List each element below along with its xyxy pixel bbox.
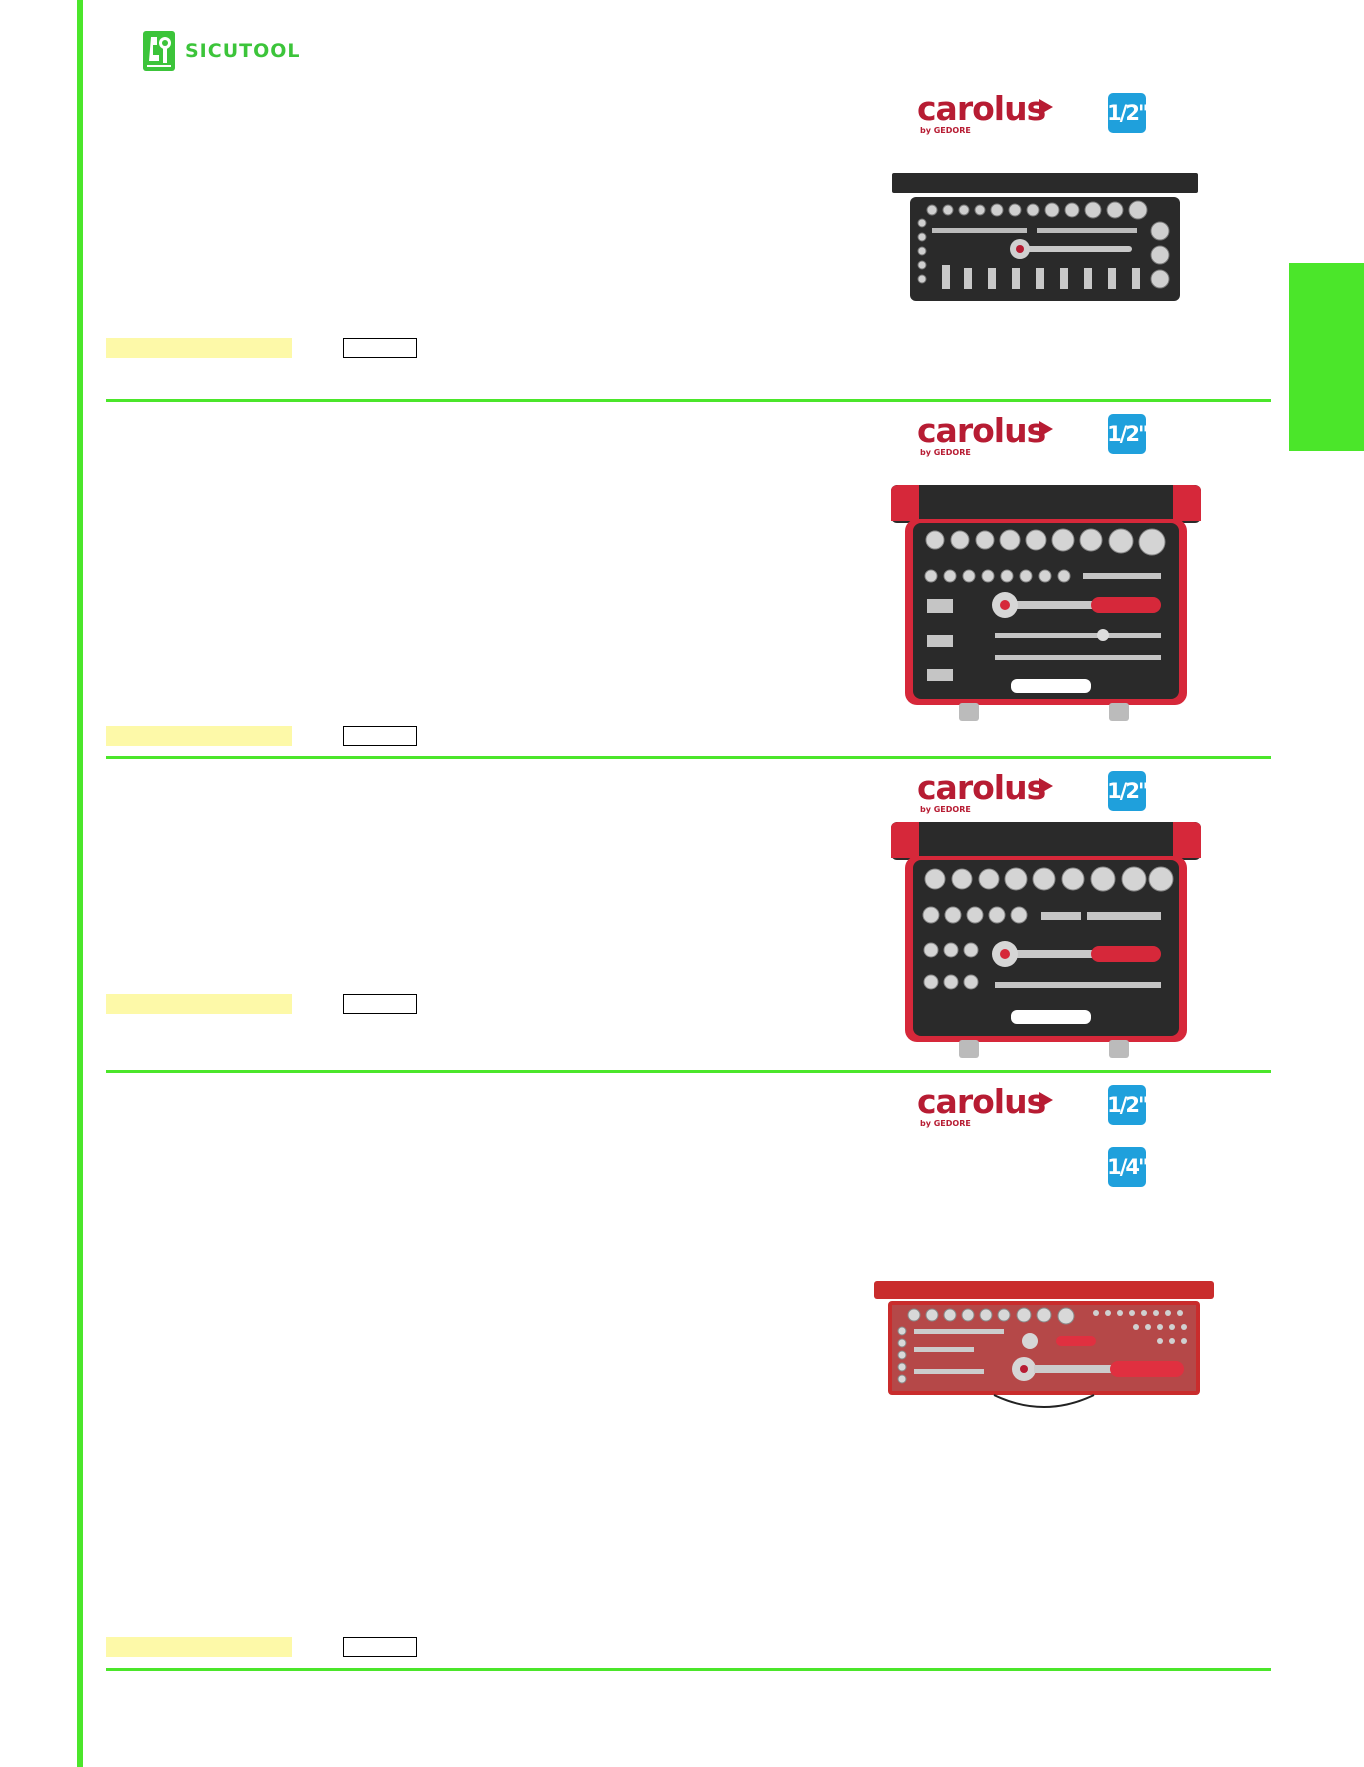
drive-size-badge: 1/2" (1107, 93, 1149, 133)
brand-logo: carolus by GEDORE (917, 771, 1057, 815)
article-code-box (343, 726, 417, 746)
article-code-box (343, 338, 417, 358)
price-label-bar (106, 726, 292, 746)
drive-size-badge: 1/2" (1107, 1085, 1149, 1125)
price-label-bar (106, 338, 292, 358)
brand-logo: carolus by GEDORE (917, 1085, 1057, 1129)
chapter-tab (1289, 263, 1364, 451)
sicutool-logo: SICUTOOL (143, 29, 301, 73)
brand-flag-icon (1039, 421, 1053, 437)
brand-byline: by GEDORE (920, 126, 971, 135)
drive-size-badge: 1/2" (1107, 414, 1149, 454)
socket-set-metal-case-red-icon (874, 1281, 1214, 1408)
brand-flag-icon (1039, 778, 1053, 794)
article-code-box (343, 994, 417, 1014)
brand-logo: carolus by GEDORE (917, 92, 1057, 136)
brand-byline: by GEDORE (920, 805, 971, 814)
brand-name: carolus (917, 89, 1046, 128)
brand-name: carolus (917, 1082, 1046, 1121)
price-label-bar (106, 1637, 292, 1657)
drive-size-badge: 1/2" (1107, 771, 1149, 811)
socket-set-case-red-black-icon (891, 485, 1201, 721)
sicutool-wrench-icon (143, 31, 175, 71)
section-divider (106, 399, 1271, 402)
brand-flag-icon (1039, 1092, 1053, 1108)
price-label-bar (106, 994, 292, 1014)
brand-byline: by GEDORE (920, 1119, 971, 1128)
article-code-box (343, 1637, 417, 1657)
section-divider (106, 756, 1271, 759)
logo-text: SICUTOOL (185, 40, 301, 62)
brand-flag-icon (1039, 99, 1053, 115)
socket-set-case-red-black-icon (891, 822, 1201, 1058)
section-divider (106, 1668, 1271, 1671)
brand-name: carolus (917, 768, 1046, 807)
brand-byline: by GEDORE (920, 448, 971, 457)
section-divider (106, 1070, 1271, 1073)
brand-name: carolus (917, 411, 1046, 450)
left-accent-bar (77, 0, 83, 1767)
socket-set-tray-black-icon (892, 173, 1198, 301)
drive-size-badge: 1/4" (1107, 1147, 1149, 1187)
brand-logo: carolus by GEDORE (917, 414, 1057, 458)
